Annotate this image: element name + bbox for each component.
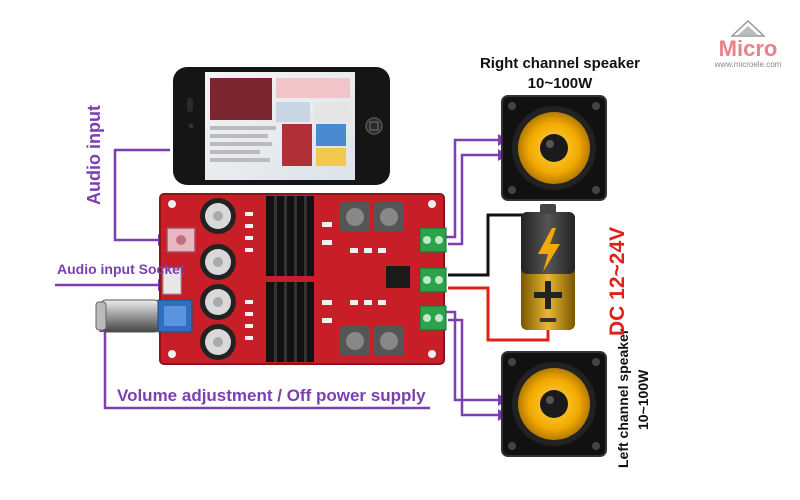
- audio-input-label: Audio input: [84, 105, 104, 205]
- right-speaker-wire-2: [448, 153, 500, 246]
- house-icon: [730, 20, 766, 37]
- left-speaker: [501, 351, 607, 457]
- capacitors: [200, 198, 236, 360]
- logo-url: www.microele.com: [714, 60, 782, 69]
- volume-label: Volume adjustment / Off power supply: [117, 386, 426, 405]
- left-speaker-wire-1: [440, 310, 500, 402]
- signal-wires: [55, 138, 500, 417]
- brand-logo: Micro www.microele.com: [708, 20, 788, 70]
- negative-wire: [448, 213, 548, 277]
- amplifier-board: [95, 193, 447, 365]
- audio-input-socket-label: Audio input Socket: [57, 261, 185, 277]
- smartphone: [173, 67, 390, 185]
- audio-input-wire: [113, 148, 170, 242]
- lightning-icon: [538, 228, 560, 272]
- heat-sinks: [266, 196, 314, 362]
- battery: [521, 204, 575, 330]
- power-wires: [448, 213, 550, 342]
- positive-wire: [448, 286, 550, 342]
- logo-word: Micro: [718, 36, 778, 61]
- screw-terminals: [419, 227, 447, 331]
- right-speaker: [501, 95, 607, 201]
- left-speaker-wire-2: [448, 318, 500, 417]
- right-speaker-label: Right channel speaker: [479, 55, 641, 72]
- power-supply-label: DC 12~24V: [606, 226, 629, 336]
- right-speaker-wire-1: [440, 138, 500, 239]
- left-speaker-power-label: 10~100W: [635, 369, 651, 430]
- volume-wire: [103, 330, 430, 410]
- inductors: [340, 202, 404, 356]
- left-speaker-label: Left channel speaker: [615, 328, 631, 468]
- right-speaker-power-label: 10~100W: [527, 75, 593, 92]
